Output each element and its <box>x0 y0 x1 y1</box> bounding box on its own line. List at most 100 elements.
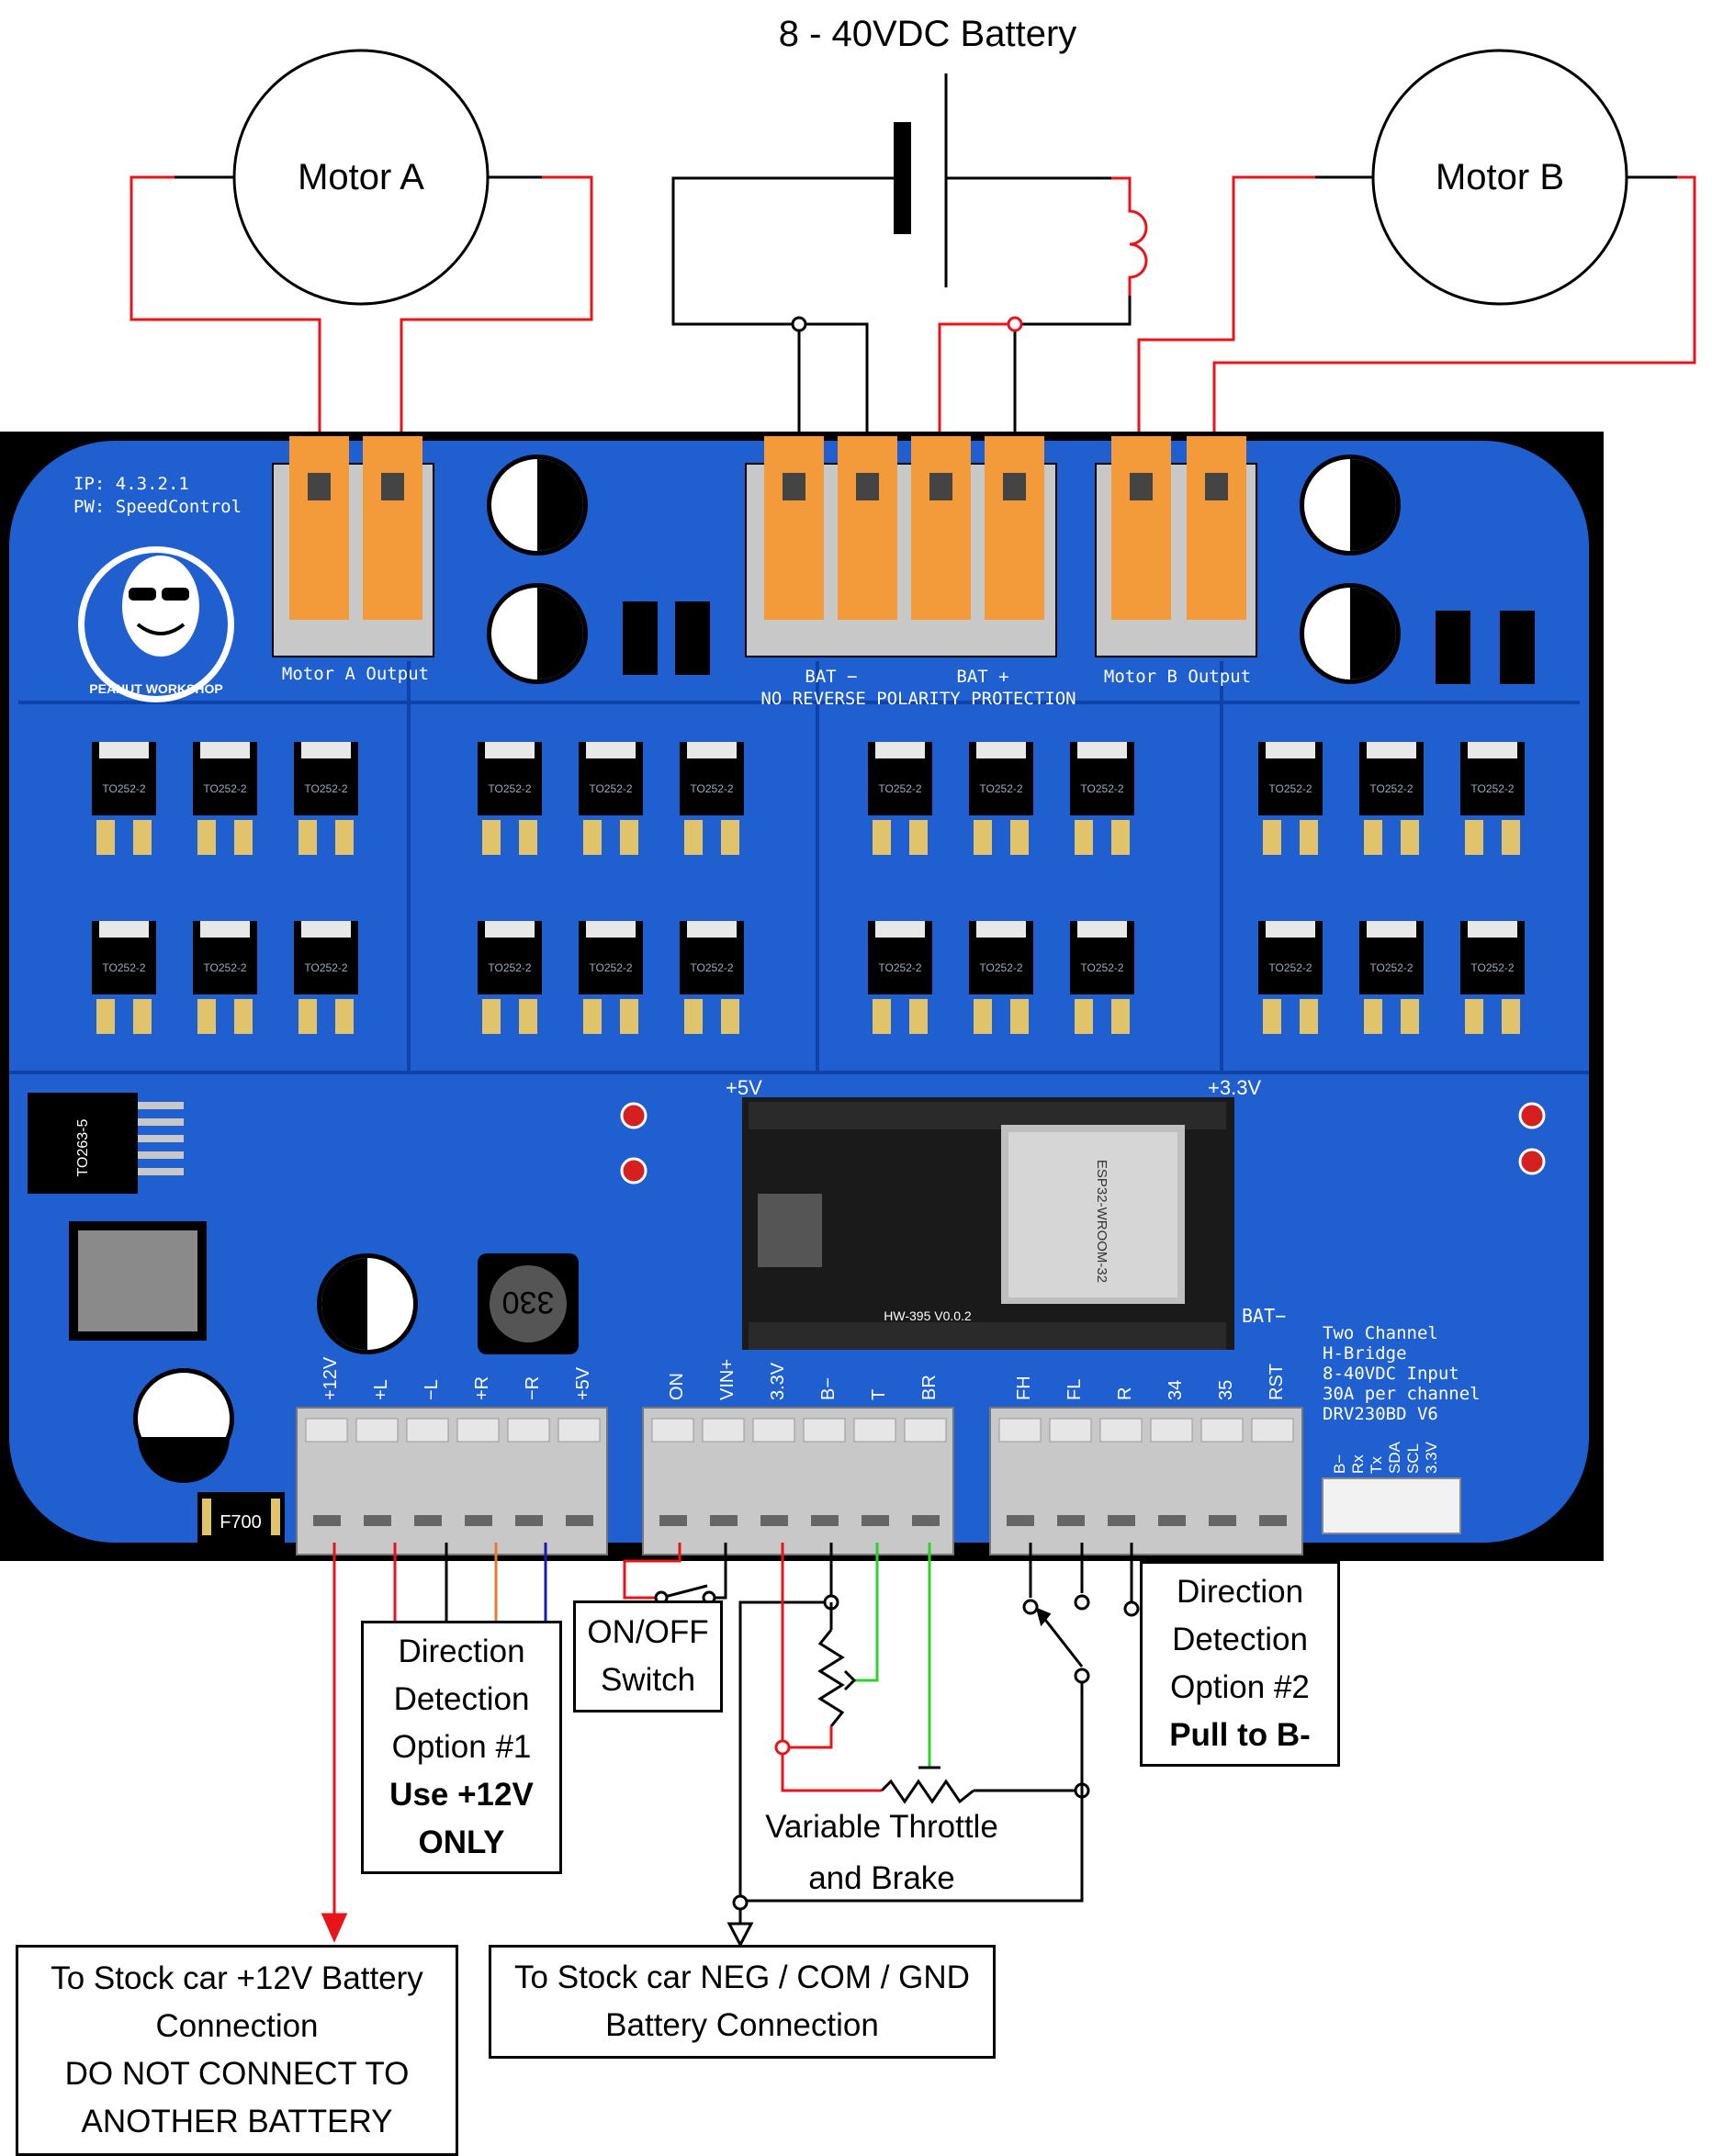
mosfet-tab <box>586 742 636 758</box>
mosfet-tab <box>875 921 925 938</box>
mosfet-package-label: TO252-2 <box>690 961 733 974</box>
terminal-slot-top <box>1049 1418 1092 1443</box>
mosfet-lead <box>96 820 115 855</box>
direction1-line: Option #1 <box>391 1729 532 1765</box>
cn6-pin-label: VIN+ <box>717 1359 738 1400</box>
terminal-screw-hole <box>1158 1515 1186 1526</box>
cn2-pin-labels: +12V +L −L +R −R +5V <box>321 1356 593 1400</box>
mosfet-lead <box>1263 820 1281 855</box>
mosfet-lead <box>1465 999 1483 1034</box>
terminal-screw-hole <box>710 1515 738 1526</box>
mosfet-lead <box>1111 999 1130 1034</box>
terminal-screw-hole <box>1259 1515 1287 1526</box>
battery-label: 8 - 40VDC Battery <box>779 14 1077 54</box>
mosfet-lead <box>684 820 703 855</box>
motor-b-symbol: Motor B <box>1371 49 1628 306</box>
mosfet-lead <box>974 820 992 855</box>
direction2-bold-line: Pull to B- <box>1169 1717 1311 1753</box>
mosfet-lead <box>1010 999 1029 1034</box>
inductor-value: 330 <box>502 1285 555 1319</box>
mosfet-tab <box>99 742 149 758</box>
terminal-slot-top <box>1200 1418 1244 1443</box>
mosfet-tab <box>1367 742 1416 758</box>
motor-b-output-label: Motor B Output <box>1104 667 1251 687</box>
mosfet-tab <box>875 742 925 758</box>
battery-symbol <box>671 73 1148 459</box>
mosfet-package-label: TO252-2 <box>203 961 246 974</box>
motor-b-terminal: Motor B Output <box>1095 436 1257 687</box>
inductor-330: 330 <box>478 1253 579 1354</box>
onoff-line: Switch <box>600 1662 696 1698</box>
mosfet-tab <box>1077 921 1127 938</box>
mosfet-package-label: TO252-2 <box>1470 782 1514 795</box>
onoff-switch-box: ON/OFF Switch <box>573 1600 723 1712</box>
mosfet-tab <box>1468 742 1517 758</box>
terminal-slot-top <box>651 1418 694 1443</box>
header-pin-label: B− <box>1331 1454 1348 1474</box>
logo-text: PEANUT WORKSHOP <box>89 681 222 696</box>
mosfet-lead <box>909 820 928 855</box>
cn6-pin-label: 3.3V <box>768 1362 788 1400</box>
mosfet-package-label: TO252-2 <box>1369 782 1413 795</box>
direction1-line: Direction <box>398 1634 525 1669</box>
cn2-pin-label: −L <box>422 1379 442 1400</box>
power-resistors <box>623 601 1535 684</box>
mosfet-lead <box>1364 820 1382 855</box>
mosfet-package-label: TO252-2 <box>589 961 632 974</box>
copper-regions <box>9 661 1589 1074</box>
mosfet-package-label: TO252-2 <box>690 782 733 795</box>
terminal-slot-top <box>702 1418 745 1443</box>
stock12v-line: DO NOT CONNECT TO <box>64 2056 410 2092</box>
mosfet-lead <box>298 820 317 855</box>
header-pin-label: SDA <box>1386 1441 1403 1474</box>
terminal-cn2 <box>296 1407 608 1555</box>
throttle-line: and Brake <box>808 1860 955 1896</box>
stock12v-line: ANOTHER BATTERY <box>81 2104 393 2139</box>
mosfet-lead <box>1401 820 1419 855</box>
mosfet-lead <box>1075 999 1093 1034</box>
mosfet-tab <box>586 921 636 938</box>
mosfet-package-label: TO252-2 <box>102 782 145 795</box>
mosfet-package-label: TO252-2 <box>589 782 632 795</box>
terminal-slot-top <box>752 1418 795 1443</box>
mosfet-tab <box>976 742 1026 758</box>
board-password: PW: SpeedControl <box>73 497 242 517</box>
esp32-devboard: ESP32-WROOM-32 HW-395 V0.0.2 <box>742 1097 1234 1350</box>
cn6-pin-label: B− <box>818 1377 839 1400</box>
terminal-screw-hole <box>1209 1515 1236 1526</box>
motor-b-label: Motor B <box>1436 157 1564 197</box>
fuse: F700 <box>197 1492 285 1543</box>
direction1-line: Detection <box>393 1681 530 1717</box>
header-pin-label: Rx <box>1349 1454 1367 1474</box>
cn6-pin-label: BR <box>919 1375 940 1400</box>
motor-b-wires <box>1137 175 1696 459</box>
terminal-slot-top <box>1150 1418 1193 1443</box>
mosfet-lead <box>684 999 703 1034</box>
terminal-slot-top <box>853 1418 896 1443</box>
mosfet-lead <box>298 999 317 1034</box>
mosfet-lead <box>519 820 537 855</box>
cn6-pin-labels: ON VIN+ 3.3V B− T BR <box>667 1359 940 1400</box>
terminal-slots <box>305 1418 1294 1526</box>
terminal-slot-top <box>305 1418 348 1443</box>
terminal-screw-hole <box>1108 1515 1135 1526</box>
motor-a-symbol: Motor A <box>232 49 490 306</box>
header-pin-label: Tx <box>1368 1456 1385 1474</box>
cn1-pin-label: R <box>1115 1387 1135 1400</box>
mosfet-lead <box>583 999 602 1034</box>
esp-module-label: ESP32-WROOM-32 <box>1094 1160 1109 1283</box>
throttle-brake-label: Variable Throttle and Brake <box>744 1802 1019 1904</box>
motor-a-terminal: Motor A Output <box>272 436 434 684</box>
onoff-line: ON/OFF <box>587 1614 709 1650</box>
mosfet-lead <box>335 999 354 1034</box>
terminal-slot-top <box>1099 1418 1143 1443</box>
mosfet-tab <box>687 742 737 758</box>
stock12v-line: To Stock car +12V Battery <box>51 1960 423 1996</box>
header-pin-label: 3.3V <box>1423 1441 1440 1474</box>
desc-line-1: Two Channel <box>1323 1323 1438 1343</box>
terminal-screw-hole <box>515 1515 543 1526</box>
board-description: Two Channel H-Bridge 8-40VDC Input 30A p… <box>1323 1323 1481 1424</box>
battery-terminal: BAT − BAT + NO REVERSE POLARITY PROTECTI… <box>745 436 1076 709</box>
stockgnd-line: Battery Connection <box>605 2007 879 2043</box>
